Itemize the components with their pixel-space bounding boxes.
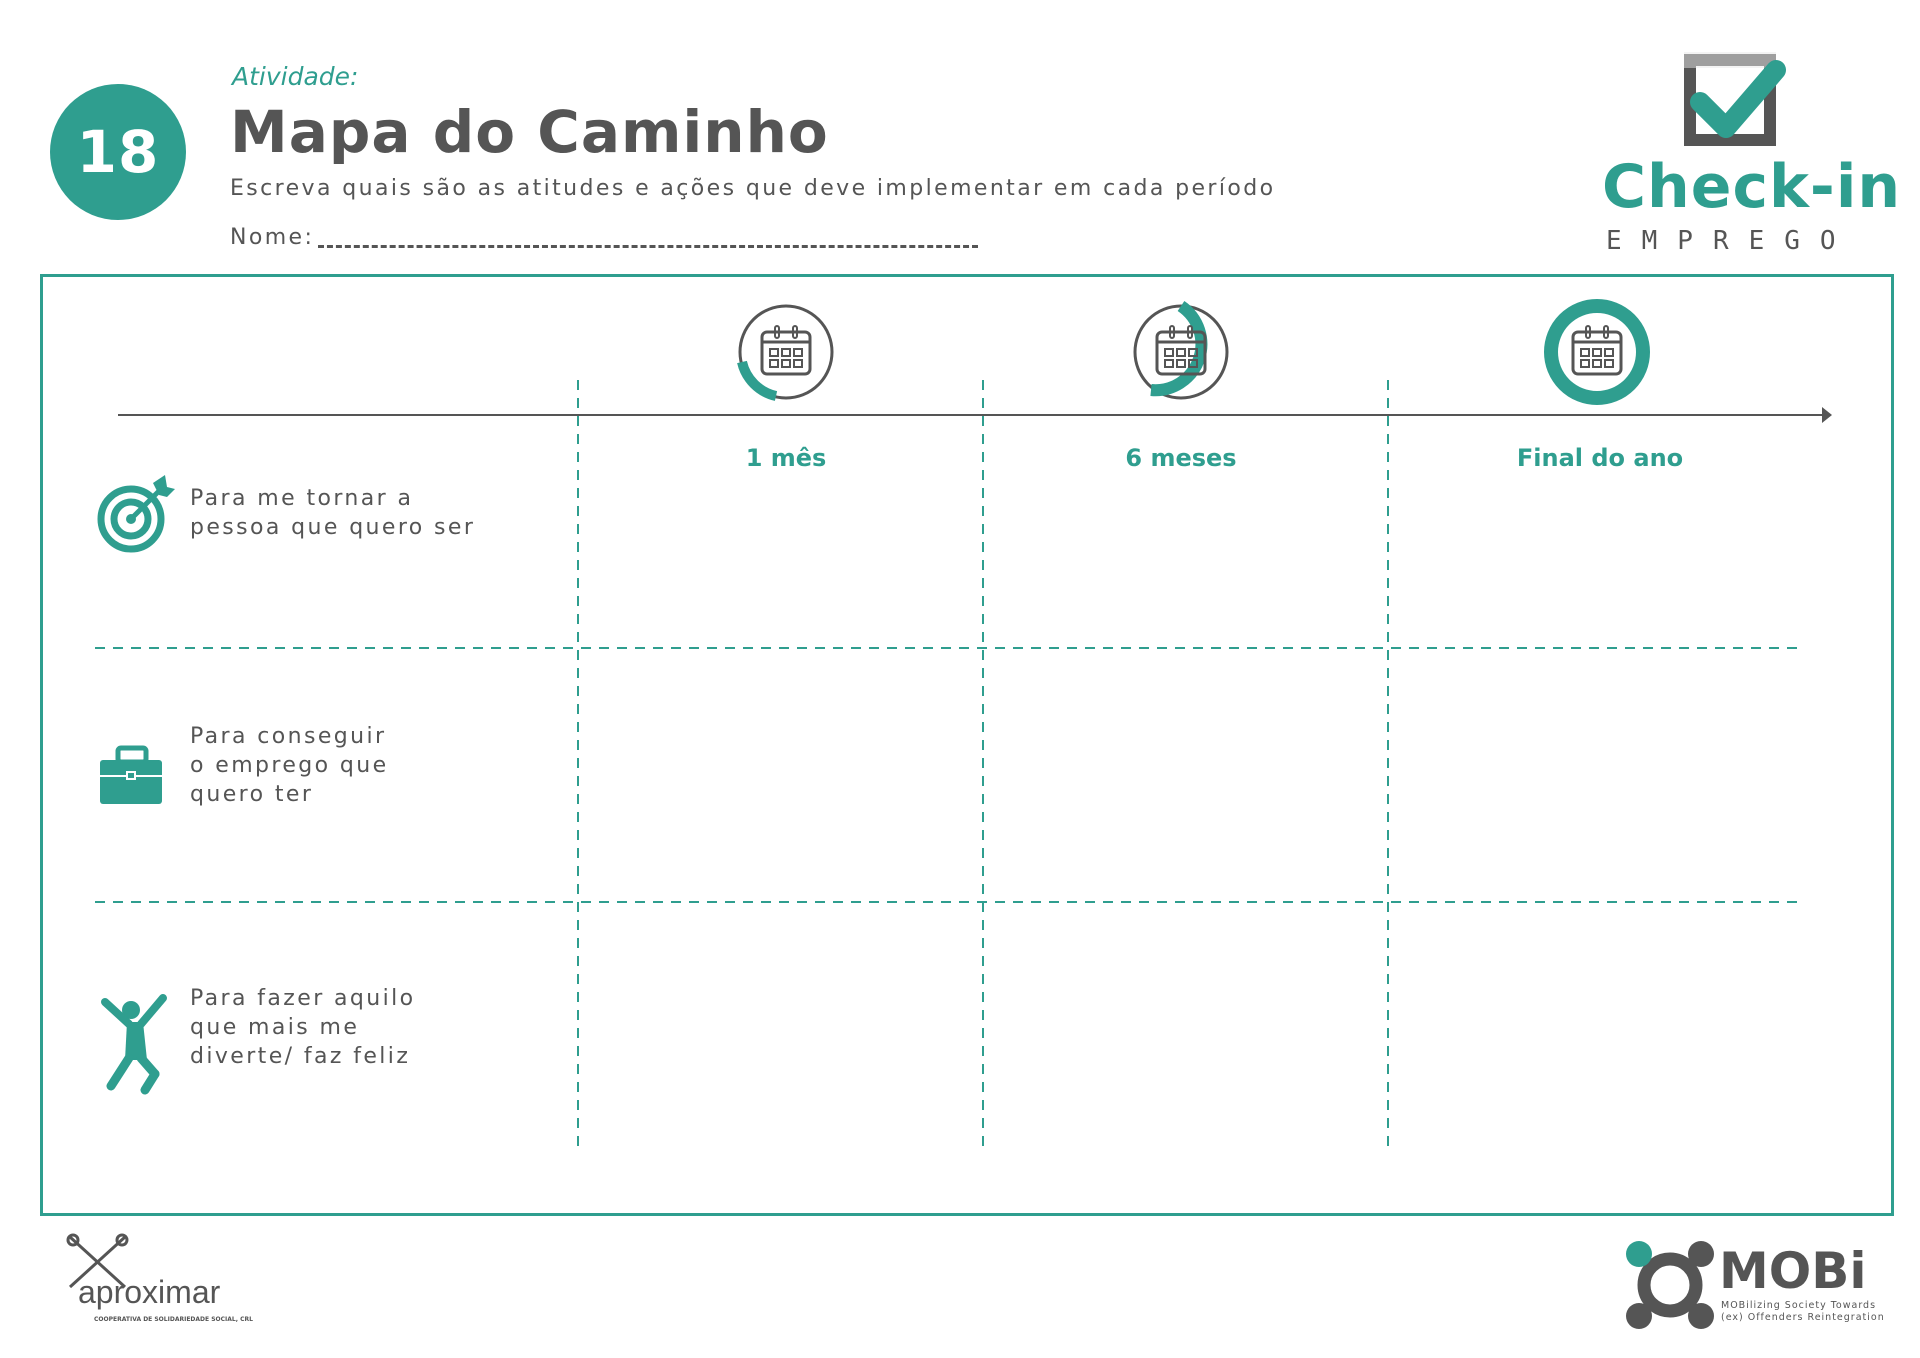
cell-happiness-6-months[interactable] <box>985 904 1386 1152</box>
jumping-person-icon <box>101 994 167 1095</box>
period-label-2: 6 meses <box>1125 444 1237 472</box>
row-label-happiness: Para fazer aquilo que mais me diverte/ f… <box>190 986 416 1069</box>
subtitle: Escreva quais são as atitudes e ações qu… <box>230 176 1276 201</box>
aproximar-wordmark: aproximar <box>78 1274 221 1310</box>
roadmap-frame <box>40 274 1894 1216</box>
cell-happiness-year-end[interactable] <box>1390 904 1805 1152</box>
mobi-subtitle-line2: (ex) Offenders Reintegration <box>1721 1312 1885 1323</box>
cell-job-1-month[interactable] <box>580 650 981 900</box>
period-label-1: 1 mês <box>745 444 827 472</box>
mobi-logo: MOBi MOBilizing Society Towards (ex) Off… <box>1625 1240 1900 1330</box>
mobi-wordmark: MOBi <box>1719 1242 1867 1300</box>
cell-job-year-end[interactable] <box>1390 650 1805 900</box>
timeline-arrowhead <box>1822 407 1832 423</box>
brand-tagline: EMPREGO <box>1606 226 1856 256</box>
calendar-year-end-icon <box>1544 299 1650 405</box>
crossed-keys-icon <box>66 1233 129 1289</box>
activity-number-badge: 18 <box>50 84 186 220</box>
name-label: Nome: <box>230 225 315 250</box>
cell-personal-1-month[interactable] <box>580 480 981 646</box>
row-label-personal: Para me tornar a pessoa que quero ser <box>190 486 476 540</box>
page-title: Mapa do Caminho <box>230 98 829 166</box>
period-label-3: Final do ano <box>1516 444 1684 472</box>
name-field[interactable]: Nome: <box>230 225 979 250</box>
checkin-checkbox-icon <box>1684 52 1786 146</box>
cell-personal-6-months[interactable] <box>985 480 1386 646</box>
brand-name: Check-in <box>1602 152 1902 222</box>
calendar-6-months-icon <box>1133 301 1229 400</box>
cell-job-6-months[interactable] <box>985 650 1386 900</box>
activity-label: Atividade: <box>232 62 359 91</box>
target-icon <box>97 475 175 553</box>
mobi-emblem-icon <box>1626 1241 1714 1329</box>
cell-happiness-1-month[interactable] <box>580 904 981 1152</box>
row-label-job: Para conseguir o emprego que quero ter <box>190 724 389 807</box>
cell-personal-year-end[interactable] <box>1390 480 1805 646</box>
mobi-subtitle-line1: MOBilizing Society Towards <box>1721 1300 1877 1311</box>
aproximar-subtitle: COOPERATIVA DE SOLIDARIEDADE SOCIAL, CRL <box>94 1316 253 1323</box>
briefcase-icon <box>100 745 162 804</box>
calendar-1-month-icon <box>737 304 834 401</box>
aproximar-logo: aproximar COOPERATIVA DE SOLIDARIEDADE S… <box>60 1232 260 1332</box>
name-blank-line <box>318 229 979 248</box>
